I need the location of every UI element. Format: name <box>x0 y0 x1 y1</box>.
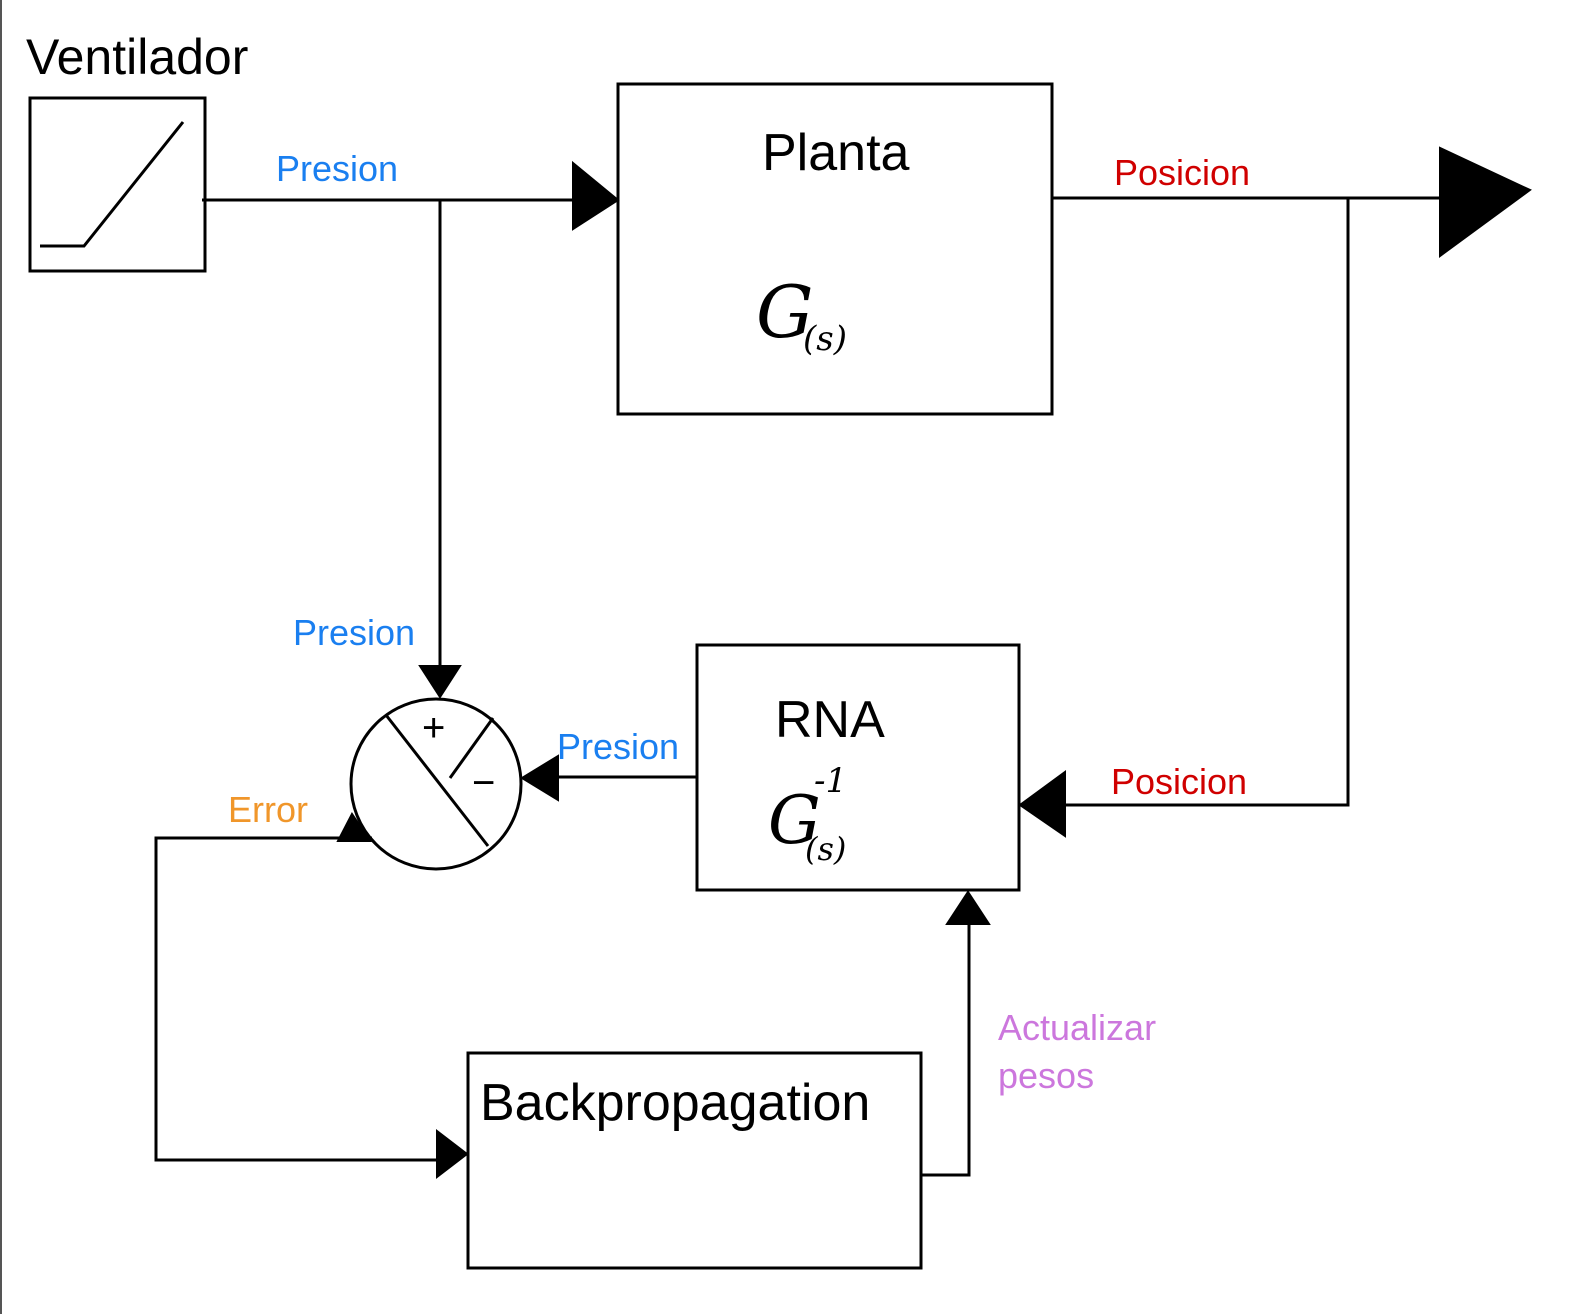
arrowhead-output <box>1439 146 1532 258</box>
summing-divider-1 <box>384 714 490 847</box>
sum-plus-sign: + <box>422 706 445 750</box>
arrowhead-backprop-input <box>436 1128 469 1180</box>
summing-divider-2 <box>448 717 495 779</box>
rna-tf: G <box>768 782 821 859</box>
diagram-title: Ventilador <box>26 29 248 85</box>
arrowhead-error <box>336 812 372 842</box>
planta-label: Planta <box>762 124 910 182</box>
arrowhead-posicion-feedback <box>1018 770 1066 838</box>
arrowhead-presion-down <box>418 665 462 699</box>
signal-presion-top: Presion <box>276 148 398 189</box>
planta-tf-sub: (s) <box>803 319 847 359</box>
backpropagation-block <box>466 1051 923 1270</box>
arrowhead-actualizar <box>945 890 991 925</box>
backpropagation-label: Backpropagation <box>480 1074 870 1132</box>
ventilador-block <box>28 96 207 273</box>
signal-posicion-top: Posicion <box>1114 152 1250 193</box>
rna-block <box>695 643 1021 892</box>
signal-actualizar-line2: pesos <box>998 1055 1094 1096</box>
left-edge-border <box>0 0 2 1314</box>
wire-actualizar-pesos <box>921 922 971 1177</box>
rna-tf-sub: (s) <box>805 830 846 868</box>
ramp-icon <box>40 121 185 248</box>
wire-posicion-feedback <box>1058 198 1350 807</box>
summing-junction <box>349 697 523 871</box>
arrowhead-rna-to-sum <box>520 754 559 802</box>
sum-minus-sign: − <box>472 761 495 805</box>
signal-actualizar-line1: Actualizar <box>998 1007 1156 1048</box>
wire-error <box>154 836 442 1162</box>
rna-label: RNA <box>775 691 885 749</box>
rna-tf-sup: -1 <box>814 761 847 801</box>
signal-posicion-feedback: Posicion <box>1111 761 1247 802</box>
planta-block <box>616 82 1054 416</box>
signal-error: Error <box>228 789 308 830</box>
planta-tf: G <box>756 270 814 354</box>
signal-presion-rna: Presion <box>557 726 679 767</box>
arrowhead-planta-input <box>572 160 620 231</box>
signal-presion-down: Presion <box>293 612 415 653</box>
